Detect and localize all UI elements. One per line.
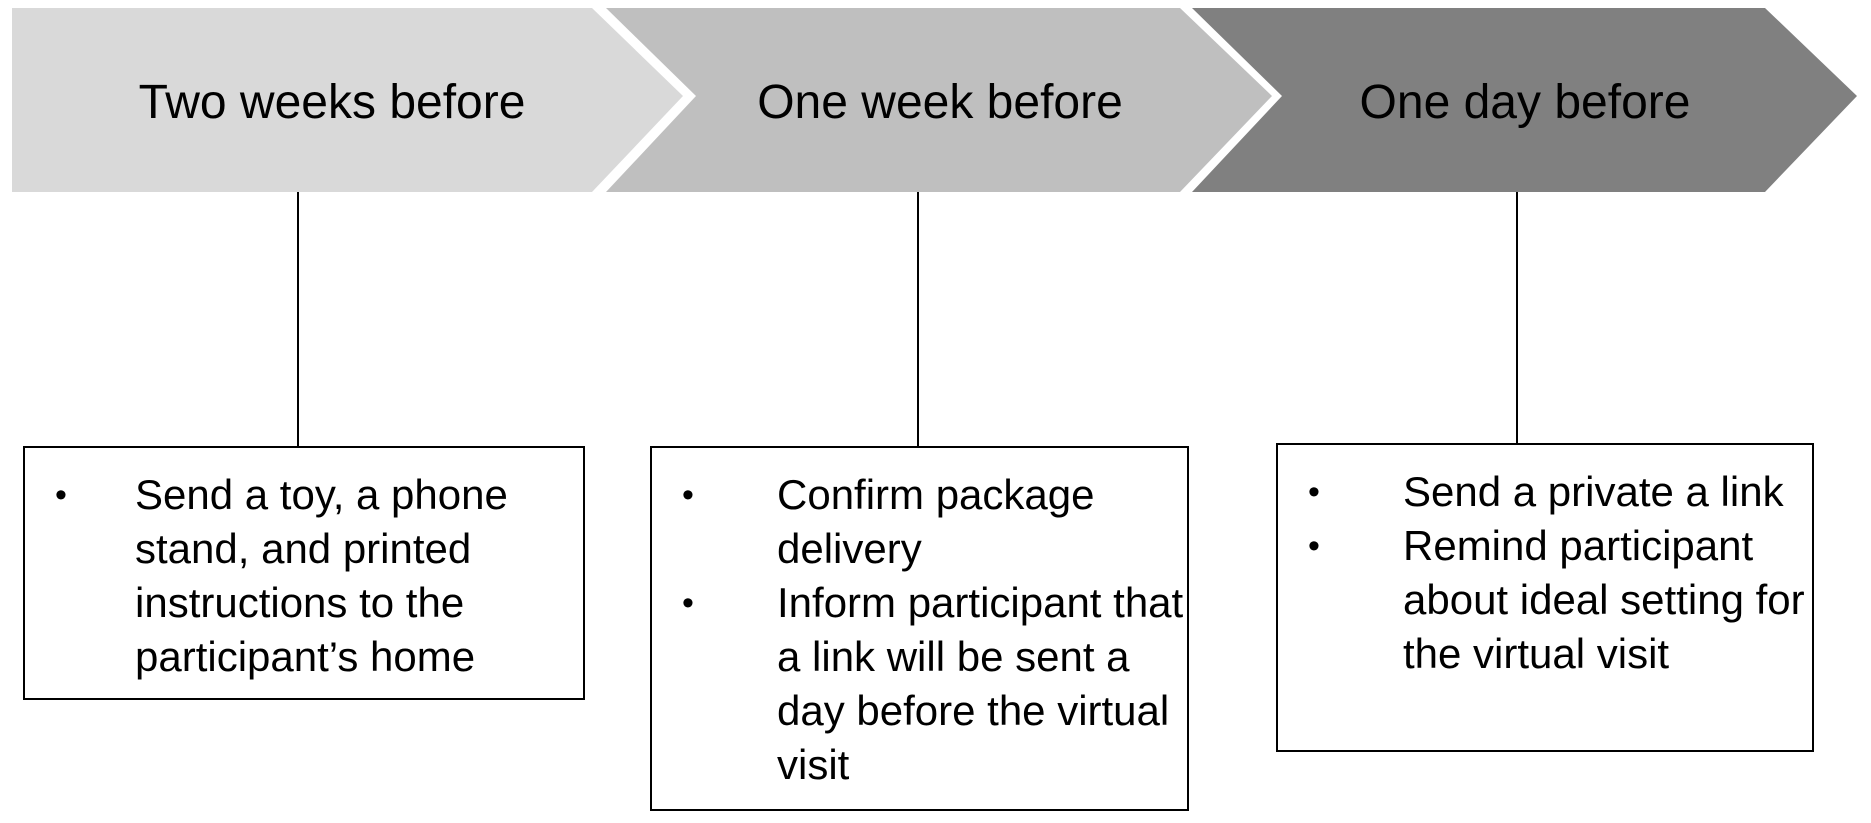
task-item: • Remind participant about ideal setting…: [1308, 519, 1812, 681]
task-text: Confirm package delivery: [777, 471, 1095, 572]
stage-label-one-week: One week before: [757, 76, 1123, 129]
task-text: Send a toy, a phone stand, and printed i…: [135, 471, 508, 680]
stage-arrow-one-day: [1192, 8, 1857, 192]
stage-label-two-weeks: Two weeks before: [138, 76, 526, 129]
task-list: • Send a private a link • Remind partici…: [1308, 465, 1812, 681]
bullet-icon: •: [682, 476, 694, 514]
task-item: • Send a private a link: [1308, 465, 1812, 519]
task-text: Inform participant that a link will be s…: [777, 579, 1184, 788]
task-item: • Confirm package delivery: [682, 468, 1187, 576]
task-box-one-week: • Confirm package delivery • Inform part…: [650, 446, 1189, 811]
bullet-icon: •: [1308, 527, 1320, 565]
task-box-one-day: • Send a private a link • Remind partici…: [1276, 443, 1814, 752]
bullet-icon: •: [55, 476, 67, 514]
task-item: • Inform participant that a link will be…: [682, 576, 1187, 792]
stage-label-one-day: One day before: [1359, 76, 1691, 129]
stage-arrow-two-weeks: [12, 8, 683, 192]
task-text: Send a private a link: [1403, 468, 1784, 515]
task-box-two-weeks: • Send a toy, a phone stand, and printed…: [23, 446, 585, 700]
stage-arrow-one-week: [606, 8, 1272, 192]
task-item: • Send a toy, a phone stand, and printed…: [55, 468, 583, 684]
task-list: • Confirm package delivery • Inform part…: [682, 468, 1187, 792]
task-list: • Send a toy, a phone stand, and printed…: [55, 468, 583, 684]
bullet-icon: •: [682, 584, 694, 622]
task-text: Remind participant about ideal setting f…: [1403, 522, 1805, 677]
bullet-icon: •: [1308, 473, 1320, 511]
